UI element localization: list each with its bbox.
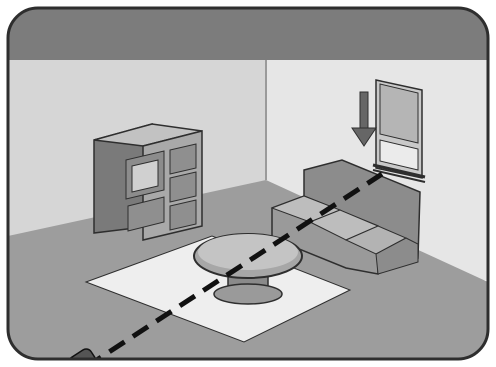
roller-blind bbox=[373, 80, 425, 182]
header-bar bbox=[8, 8, 488, 60]
cabinet bbox=[94, 124, 202, 240]
